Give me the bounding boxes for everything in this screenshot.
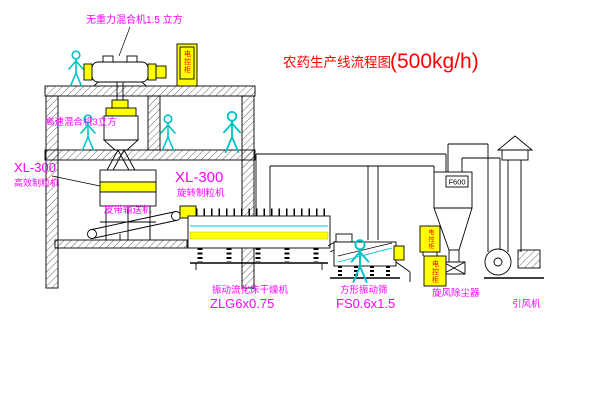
cabinet-label: 电控柜: [184, 49, 192, 74]
label-high-speed-mixer: 高速混合机3立方: [45, 116, 117, 128]
mixer-end-right: [147, 63, 157, 81]
worker-figure-4: [223, 111, 241, 153]
column-right: [241, 95, 255, 289]
column-mid: [147, 95, 161, 151]
fan-motor: [517, 249, 541, 269]
label-screen-model: FS0.6x1.5: [336, 296, 395, 311]
page-title-capacity: (500kg/h): [390, 50, 479, 73]
cabinet-label: 电控柜: [432, 259, 440, 284]
granulator-top: [99, 169, 157, 183]
page-title: 农药生产线流程图: [283, 55, 391, 70]
label-granulator-left-model: XL-300: [14, 160, 56, 175]
control-cabinet-2: 电控柜: [419, 225, 441, 256]
mixer-inlet-2: [126, 55, 138, 63]
cabinet-label: 电控柜: [427, 228, 434, 250]
ground-slab: [54, 239, 188, 249]
granulator-band: [99, 181, 157, 193]
cabinet-door: [179, 46, 195, 80]
high-speed-mixer: [102, 99, 140, 173]
label-granulator-center-model: XL-300: [175, 169, 223, 186]
exhaust-duct: [255, 153, 447, 240]
hs-cap: [105, 107, 137, 117]
label-screen-name: 方形振动筛: [340, 284, 388, 296]
mixer-body: [91, 61, 149, 83]
screen-feed-box: [335, 233, 353, 243]
mixer-motor: [155, 65, 167, 79]
granulator: [99, 169, 157, 240]
cabinet-box: [423, 255, 447, 287]
cabinet-box: [419, 225, 441, 253]
dryer-bed-strip: [189, 231, 329, 240]
belt-conveyor: [87, 211, 181, 240]
label-dryer-model: ZLG6x0.75: [210, 296, 274, 311]
induced-draft-fan: [484, 248, 544, 279]
cyclone-dust-collector: F600: [433, 143, 501, 275]
exhaust-stack: [496, 135, 534, 252]
cyclone-tag-text: F600: [448, 178, 465, 187]
label-gravity-mixer: 无重力混合机1.5 立方: [86, 13, 183, 26]
fluid-bed-dryer: [179, 205, 343, 270]
label-belt-conveyor: 皮带输送机: [104, 204, 152, 216]
screen-vibrator-motor: [393, 245, 405, 261]
control-cabinet-3: 电控柜: [423, 255, 447, 287]
leader-lines: [51, 26, 131, 187]
conveyor-roller-low: [87, 229, 97, 239]
building-structure: [44, 85, 256, 289]
mixer-inlet-1: [102, 55, 114, 63]
vibrating-screen: [330, 233, 411, 282]
worker-figure-3: [160, 114, 176, 151]
floor-slab-mid: [44, 149, 256, 161]
floor-slab-top: [44, 85, 256, 97]
label-dryer-name: 振动流化床干燥机: [212, 284, 289, 296]
granulator-body: [99, 191, 157, 207]
conveyor-roller-high: [171, 211, 181, 221]
cyclone-dip-pipe: [448, 249, 460, 263]
label-granulator-center-name: 旋转制粒机: [177, 187, 225, 199]
hs-motor: [111, 99, 129, 109]
hs-cone: [102, 139, 140, 151]
stack-cap-roof: [496, 135, 534, 151]
worker-figure-1: [68, 50, 84, 87]
fan-hub: [493, 257, 503, 267]
label-cyclone: 旋风除尘器: [432, 287, 480, 299]
mixer-end-left: [83, 63, 93, 81]
gravity-free-mixer: [83, 55, 167, 110]
control-cabinet-1: 电控柜: [176, 43, 198, 87]
cyclone-tag-box: [445, 175, 469, 188]
cabinet-box: [176, 43, 198, 87]
stack-cap-body: [501, 149, 529, 161]
label-granulator-left-name: 高效制粒机: [14, 177, 59, 188]
label-fan: 引风机: [512, 298, 541, 310]
